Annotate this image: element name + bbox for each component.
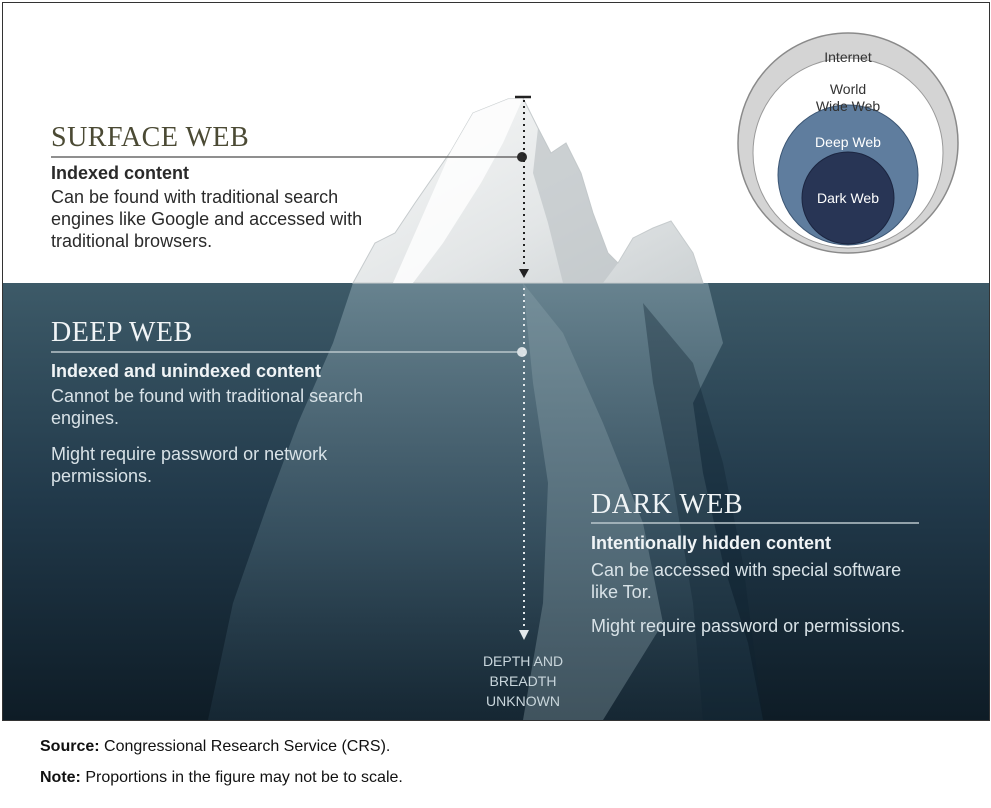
dark-web-circle [801,151,895,245]
www-label-line: Wide Web [815,98,881,114]
surface-marker-dot [517,152,527,162]
iceberg-peak-shade [533,128,618,283]
surface-web-description: Can be found with traditional search eng… [51,187,363,251]
dark-web-circle-label: Dark Web [817,190,879,206]
www-circle-label: World Wide Web [798,81,898,115]
iceberg-peak-highlight [393,98,523,283]
dark-web-permissions-note: Might require password or permissions. [591,616,906,636]
deep-web-heading: DEEP WEB [51,317,193,348]
source-text: Congressional Research Service (CRS). [104,738,391,755]
depth-label-line: DEPTH AND [482,653,564,669]
deep-web-subheading: Indexed and unindexed content [51,361,322,381]
dark-web-subheading: Intentionally hidden content [591,533,831,553]
depth-label-line: UNKNOWN [486,693,560,709]
dark-web-description: Can be accessed with special software li… [591,560,902,602]
surface-web-heading: SURFACE WEB [51,122,250,153]
internet-circle-label: Internet [824,49,872,65]
iceberg-figure: SURFACE WEB Indexed content Can be found… [2,2,990,721]
deep-marker-dot [517,347,527,357]
note-text: Proportions in the figure may not be to … [85,769,403,786]
depth-label-line: BREADTH [489,673,557,689]
deep-web-circle-label: Deep Web [815,134,881,150]
note-caption: Note: Proportions in the figure may not … [40,769,403,787]
iceberg-underwater [208,283,763,720]
surface-web-subheading: Indexed content [51,163,190,183]
depth-unknown-label: DEPTH AND BREADTH UNKNOWN [473,651,573,711]
iceberg-underwater-facet [523,283,663,720]
source-caption: Source: Congressional Research Service (… [40,738,390,756]
iceberg-underwater-shadow [643,303,763,720]
note-label: Note: [40,769,81,786]
iceberg-scene [3,32,989,720]
deep-web-permissions-note: Might require password or network permis… [51,444,328,486]
www-label-line: World [829,81,867,97]
surface-depth-arrow [519,269,529,278]
deep-depth-arrow [519,630,529,640]
dark-web-heading: DARK WEB [591,489,744,520]
source-label: Source: [40,738,100,755]
deep-web-description: Cannot be found with traditional search … [51,386,364,428]
